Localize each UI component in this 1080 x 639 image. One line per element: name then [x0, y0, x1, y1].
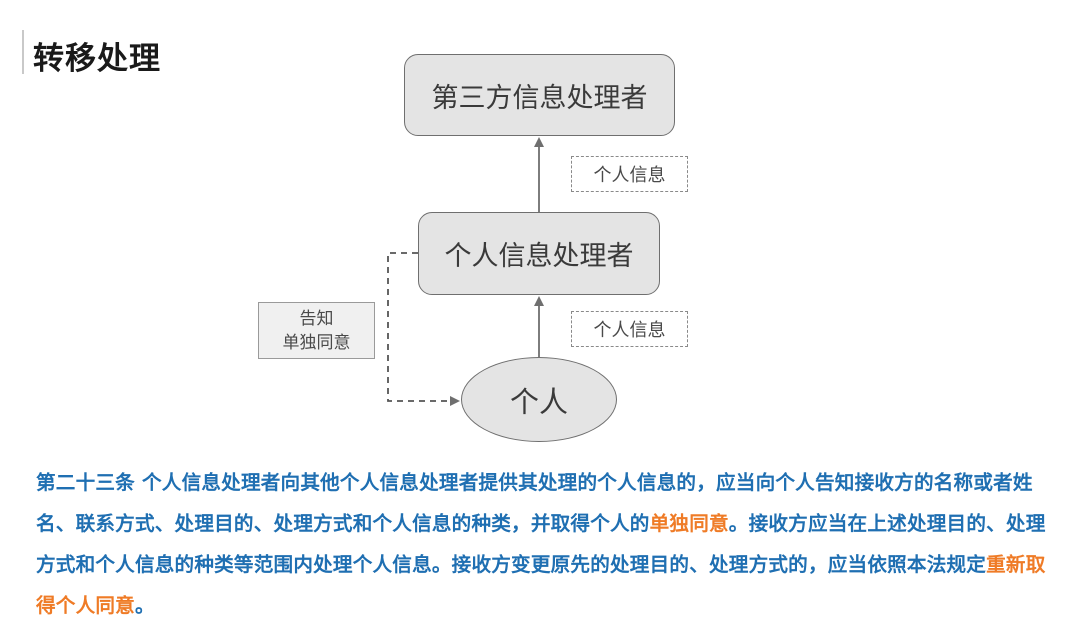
- title-accent-bar: [22, 30, 24, 74]
- article-highlight-separate-consent: 单独同意: [649, 512, 729, 535]
- article-part-3: 。: [134, 594, 155, 617]
- article-part-1: 第二十三条 个人信息处理者向其他个人信息处理者提供其处理的个人信息的，应当向个人…: [36, 471, 1033, 535]
- individual-label: 个人: [509, 384, 568, 419]
- flow-label-upper: 个人信息: [571, 156, 688, 192]
- individual-ellipse: 个人: [461, 357, 617, 442]
- third-party-processor-box: 第三方信息处理者: [404, 54, 675, 136]
- dashed-notice-arrow: [387, 252, 460, 406]
- flow-label-upper-text: 个人信息: [593, 165, 666, 186]
- notice-consent-box: 告知 单独同意: [258, 302, 375, 359]
- article-part-2: 。接收方应当在上述处理目的、处理方式和个人信息的种类等范围内处理个人信息。接收方…: [36, 512, 1046, 576]
- notice-line-1: 告知: [299, 308, 334, 329]
- flow-label-lower: 个人信息: [571, 311, 688, 347]
- flow-label-lower-text: 个人信息: [593, 320, 666, 341]
- article-highlight-reobtain-consent: 重新取得个人同意: [36, 553, 1046, 617]
- notice-line-2: 单独同意: [282, 332, 351, 353]
- personal-info-processor-box: 个人信息处理者: [418, 212, 660, 295]
- third-party-processor-label: 第三方信息处理者: [431, 82, 648, 114]
- article-text: 第二十三条 个人信息处理者向其他个人信息处理者提供其处理的个人信息的，应当向个人…: [36, 462, 1046, 626]
- page-title: 转移处理: [33, 41, 161, 77]
- personal-info-processor-label: 个人信息处理者: [444, 241, 634, 272]
